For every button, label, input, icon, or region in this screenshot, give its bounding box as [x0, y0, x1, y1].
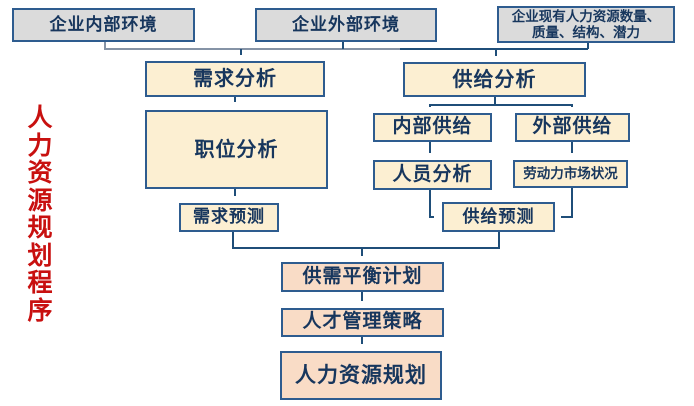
node-internal-environment: 企业内部环境: [12, 8, 195, 42]
node-internal-supply: 内部供给: [373, 113, 492, 142]
node-labor-market: 劳动力市场状况: [513, 160, 628, 188]
node-demand-forecast: 需求预测: [179, 203, 279, 232]
node-balance-plan: 供需平衡计划: [281, 262, 444, 292]
node-external-environment: 企业外部环境: [255, 8, 437, 42]
node-demand-analysis: 需求分析: [145, 61, 325, 97]
node-external-supply: 外部供给: [515, 113, 630, 142]
node-personnel-analysis: 人员分析: [373, 160, 492, 190]
node-hr-planning: 人力资源规划: [280, 351, 442, 400]
diagram-title: 人力资源规划程序: [27, 104, 53, 325]
node-position-analysis: 职位分析: [145, 110, 328, 189]
node-current-hr-line1: 企业现有人力资源数量、: [511, 8, 661, 24]
node-current-hr-line2: 质量、结构、潜力: [532, 24, 640, 40]
node-talent-strategy: 人才管理策略: [281, 308, 444, 337]
node-supply-analysis: 供给分析: [403, 62, 586, 97]
node-supply-forecast: 供给预测: [442, 202, 555, 232]
node-current-hr-stock: 企业现有人力资源数量、 质量、结构、潜力: [497, 6, 675, 43]
